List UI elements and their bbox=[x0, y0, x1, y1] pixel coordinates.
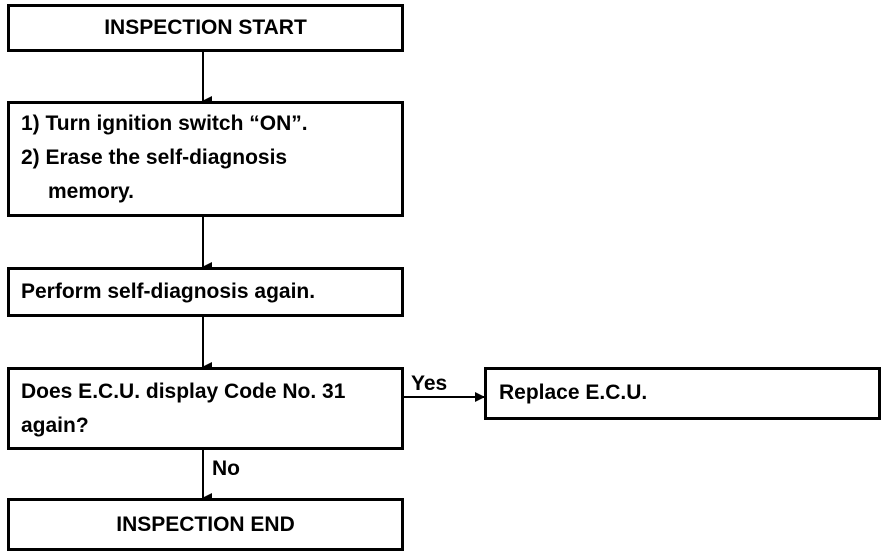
inspection-start-box: INSPECTION START bbox=[7, 4, 404, 52]
step-ignition-line: 1) Turn ignition switch “ON”. bbox=[21, 112, 308, 135]
replace-ecu-text: Replace E.C.U. bbox=[499, 381, 648, 404]
inspection-end-text: INSPECTION END bbox=[116, 513, 295, 536]
step-erase-line: 2) Erase the self-diagnosis bbox=[21, 146, 288, 169]
step-perform-self-diagnosis-text: Perform self-diagnosis again. bbox=[21, 280, 316, 303]
decision-question-line: Does E.C.U. display Code No. 31 bbox=[21, 380, 346, 403]
replace-ecu-box: Replace E.C.U. bbox=[484, 367, 881, 420]
yes-branch-label: Yes bbox=[411, 372, 448, 395]
inspection-start-text: INSPECTION START bbox=[104, 16, 307, 39]
step-ignition-erase-box: 1) Turn ignition switch “ON”. 2) Erase t… bbox=[7, 101, 404, 217]
decision-code-31-box: Does E.C.U. display Code No. 31 again? bbox=[7, 367, 404, 450]
no-branch-label: No bbox=[212, 457, 240, 480]
inspection-end-box: INSPECTION END bbox=[7, 498, 404, 551]
step-erase-line-continued: memory. bbox=[48, 180, 134, 203]
step-perform-self-diagnosis-box: Perform self-diagnosis again. bbox=[7, 267, 404, 317]
decision-question-line-continued: again? bbox=[21, 414, 89, 437]
